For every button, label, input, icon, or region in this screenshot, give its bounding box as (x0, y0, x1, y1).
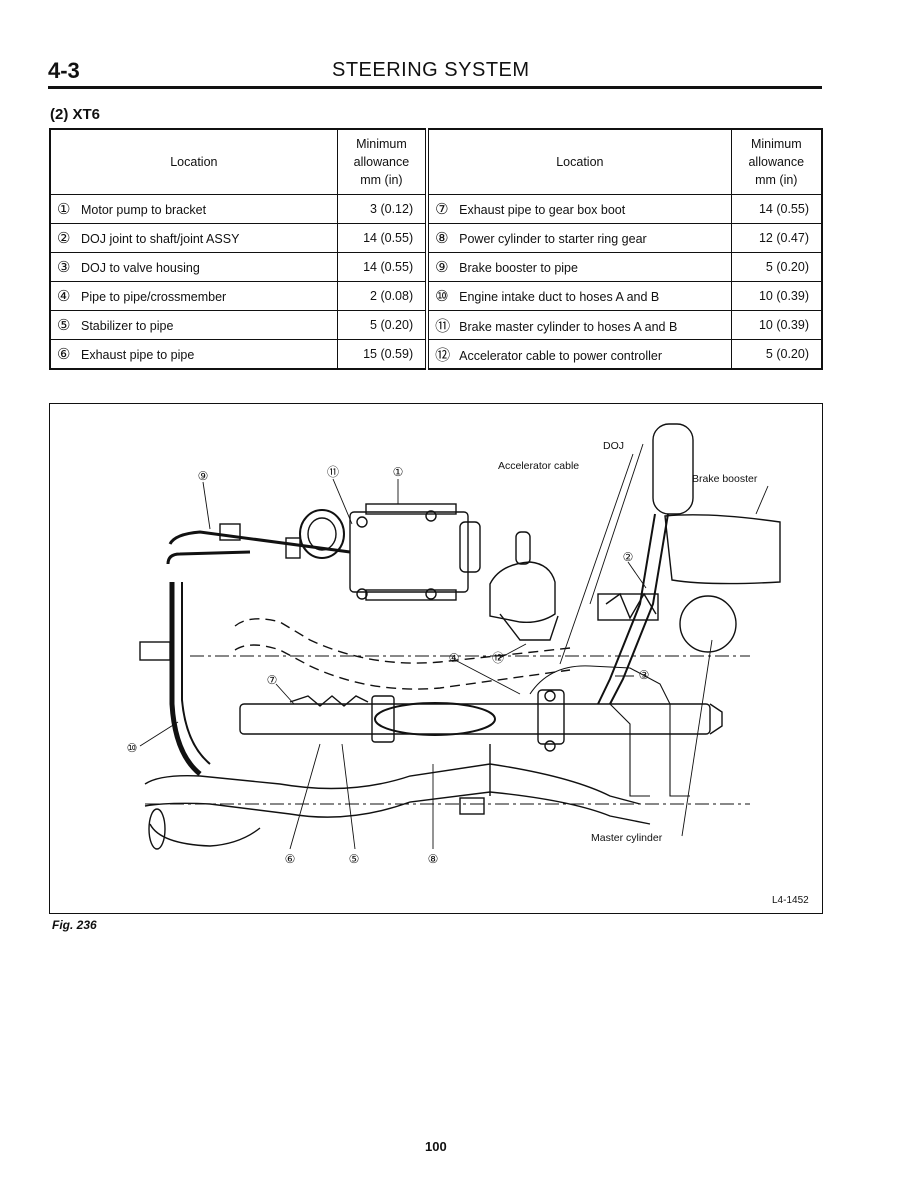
table-cell-allowance: 5 (0.20) (730, 339, 823, 370)
callout-9: ⑨ (197, 469, 209, 483)
table-cell-allowance: 14 (0.55) (336, 252, 430, 282)
label-accelerator-cable: Accelerator cable (498, 460, 580, 472)
table-cell-allowance: 10 (0.39) (730, 281, 823, 311)
callout-5: ⑤ (348, 852, 360, 866)
label-doj: DOJ (603, 440, 624, 452)
table-cell-allowance: 10 (0.39) (730, 310, 823, 340)
label-master-cylinder: Master cylinder (591, 832, 663, 844)
steering-diagram: DOJ Accelerator cable Brake booster Mast… (49, 403, 823, 914)
section-number: 4-3 (48, 58, 80, 83)
callout-6: ⑥ (284, 852, 296, 866)
callout-2: ② (622, 550, 634, 564)
table-cell-allowance: 5 (0.20) (336, 310, 430, 340)
header-location-left: Location (49, 128, 338, 195)
table-cell-allowance: 14 (0.55) (336, 223, 430, 253)
table-cell-allowance: 15 (0.59) (336, 339, 430, 370)
label-brake-booster: Brake booster (692, 473, 758, 485)
table-cell-allowance: 2 (0.08) (336, 281, 430, 311)
table-cell-allowance: 12 (0.47) (730, 223, 823, 253)
callout-10: ⑩ (126, 741, 138, 755)
header-location-right: Location (426, 128, 732, 195)
table-cell-allowance: 14 (0.55) (730, 194, 823, 224)
callout-11: ⑪ (326, 465, 339, 479)
callout-4: ④ (448, 651, 460, 665)
table-cell-allowance: 5 (0.20) (730, 252, 823, 282)
header-rule (48, 86, 822, 89)
figure-caption: Fig. 236 (52, 918, 97, 932)
callout-3: ③ (638, 668, 650, 682)
callout-1: ① (392, 465, 404, 479)
subheading: (2) XT6 (50, 106, 101, 123)
page-number: 100 (425, 1139, 447, 1154)
figure-reference-code: L4-1452 (772, 895, 809, 906)
crossmember-line (144, 763, 641, 805)
table-cell-allowance: 3 (0.12) (336, 194, 430, 224)
callout-7: ⑦ (266, 673, 278, 687)
diagram-drawing (139, 423, 781, 850)
callout-12: ⑫ (491, 651, 504, 665)
section-title: STEERING SYSTEM (332, 59, 530, 81)
callout-8: ⑧ (427, 852, 439, 866)
